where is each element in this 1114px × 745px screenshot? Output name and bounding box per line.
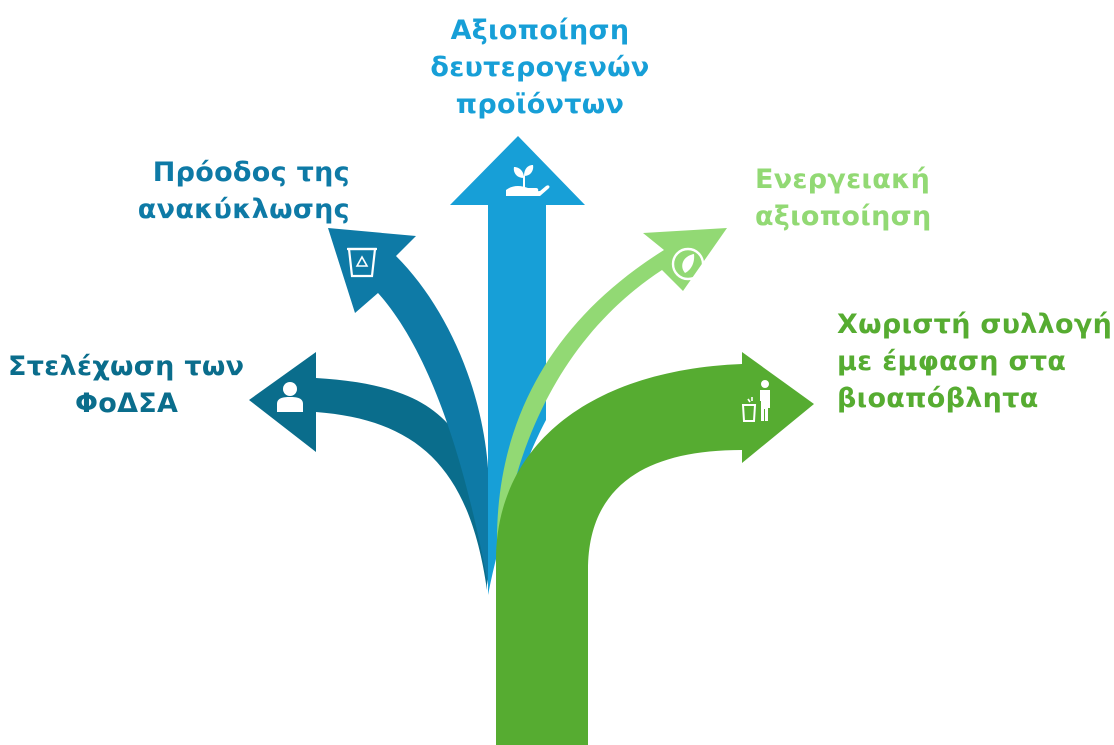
arrow-recycling — [328, 228, 489, 590]
arrow-energy — [497, 228, 727, 595]
arrow-separate-collection — [496, 352, 814, 745]
recycle-bin-icon — [347, 247, 377, 278]
label-line: ΦοΔΣΑ — [75, 388, 179, 419]
label-separate-collection: Χωριστή συλλογή με έμφαση στα βιοαπόβλητ… — [837, 306, 1114, 417]
label-staffing: Στελέχωση των ΦοΔΣΑ — [8, 348, 278, 422]
arrow-staffing — [249, 352, 487, 590]
person-icon — [277, 382, 303, 412]
label-line: ανακύκλωσης — [137, 194, 350, 225]
label-line: Ενεργειακή — [755, 164, 931, 195]
label-line: Στελέχωση των — [8, 351, 245, 382]
arrow-secondary-products — [450, 136, 585, 595]
label-secondary-products: Αξιοποίηση δευτερογενών προϊόντων — [380, 12, 700, 123]
label-line: Πρόοδος της — [152, 157, 350, 188]
label-line: Χωριστή συλλογή — [837, 309, 1113, 340]
label-line: Αξιοποίηση — [450, 15, 630, 46]
plant-in-hand-icon — [506, 165, 550, 196]
label-recycling: Πρόοδος της ανακύκλωσης — [50, 154, 350, 228]
label-line: βιοαπόβλητα — [837, 383, 1039, 414]
person-trash-bin-icon — [741, 380, 770, 422]
label-line: με έμφαση στα — [837, 346, 1067, 377]
eco-energy-plug-icon — [671, 247, 709, 283]
label-line: αξιοποίηση — [755, 201, 932, 232]
label-energy: Ενεργειακή αξιοποίηση — [755, 161, 1005, 235]
label-line: προϊόντων — [455, 89, 625, 120]
label-line: δευτερογενών — [430, 52, 650, 83]
